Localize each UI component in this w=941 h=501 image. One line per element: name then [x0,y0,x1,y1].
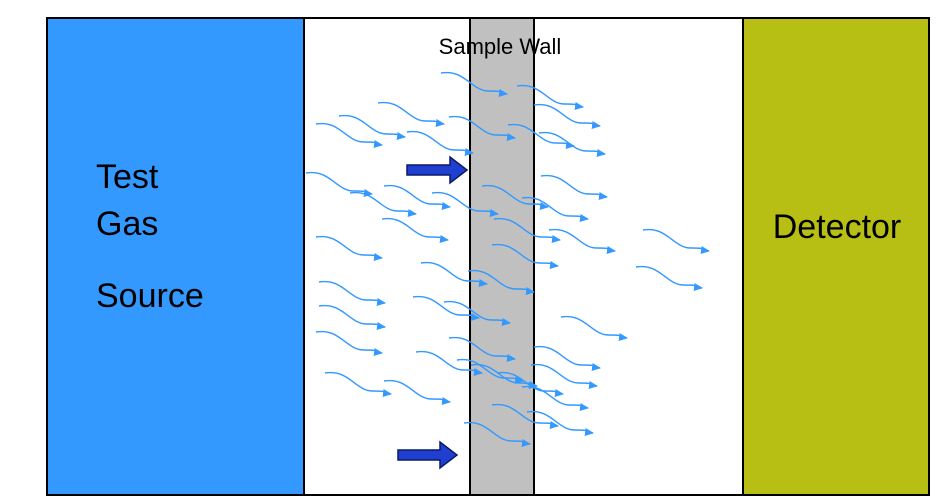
detector-label: Detector [773,208,902,246]
wavy-arrow-icon [521,196,589,222]
block-arrow-right-icon [397,440,459,470]
wavy-arrow-icon [463,421,531,447]
wavy-arrow-icon [443,300,511,326]
wavy-arrow-icon [521,385,589,411]
sample-wall-label: Sample Wall [439,34,562,59]
wavy-arrow-icon [315,235,383,261]
wavy-arrow-icon [338,114,406,140]
wavy-arrow-icon [635,265,703,291]
wavy-arrow-icon [440,71,508,97]
wavy-arrow-icon [538,131,606,157]
source-label-line-3: Source [96,277,204,315]
wavy-arrow-icon [533,103,601,129]
wavy-arrow-icon [467,269,535,295]
wavy-arrow-icon [377,101,445,127]
block-arrow-right-icon [406,155,469,185]
wavy-arrow-icon [496,371,564,397]
wavy-arrow-icon [415,350,483,376]
wavy-arrow-icon [315,330,383,356]
wavy-arrow-icon [526,410,594,436]
wavy-arrow-icon [448,336,516,362]
wavy-arrow-icon [315,122,383,148]
wavy-arrow-icon [491,403,559,429]
wavy-arrow-icon [493,217,561,243]
wavy-arrow-icon [349,191,417,217]
wavy-arrow-icon [448,115,516,141]
gas-flow-arrows [305,71,710,447]
wavy-arrow-icon [318,304,386,330]
wavy-arrow-icon [560,315,628,341]
wavy-arrow-icon [470,363,538,389]
source-label-line-1: Test [96,158,159,196]
wavy-arrow-icon [642,228,710,254]
wavy-arrow-icon [548,228,616,254]
wavy-arrow-icon [381,217,449,243]
wavy-arrow-icon [533,345,601,371]
source-label-line-2: Gas [96,205,158,243]
wavy-arrow-icon [383,379,451,405]
wavy-arrow-icon [324,371,392,397]
wavy-arrow-icon [318,280,386,306]
wavy-arrow-icon [481,184,549,210]
wavy-arrow-icon [530,363,598,389]
wavy-arrow-icon [431,191,499,217]
wavy-arrow-icon [383,184,451,210]
wavy-arrow-icon [491,243,559,269]
detector-block [742,17,930,496]
wavy-arrow-icon [420,261,488,287]
wavy-arrow-icon [516,84,584,110]
test-gas-source-block [46,17,305,496]
wavy-arrow-icon [305,171,373,197]
wavy-arrow-icon [540,174,608,200]
wavy-arrow-icon [412,295,480,321]
wavy-arrow-icon [406,130,474,156]
